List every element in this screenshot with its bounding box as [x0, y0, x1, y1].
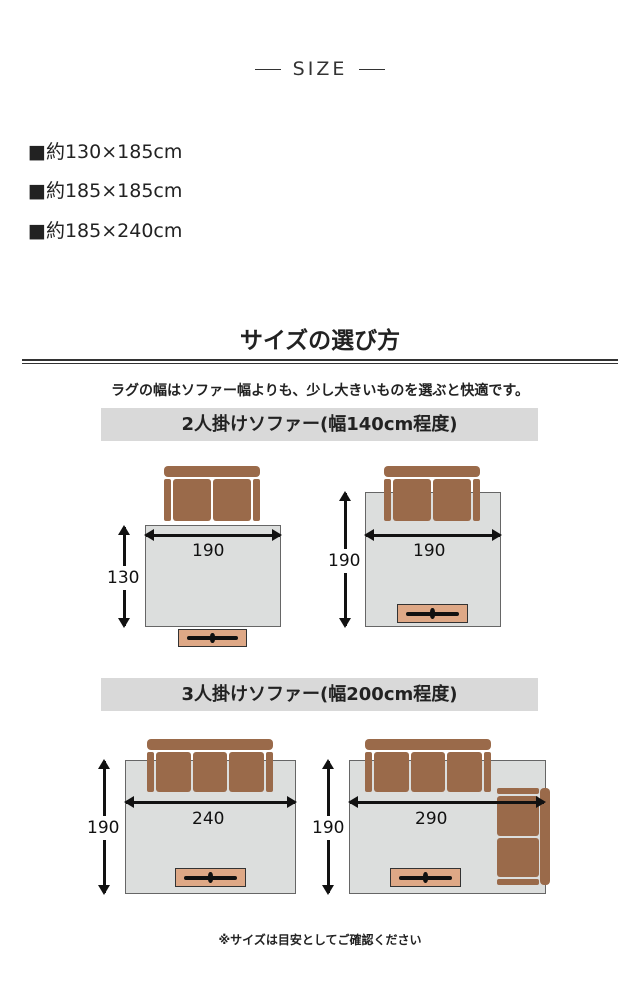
tv-stand	[178, 629, 247, 647]
depth-label: 190	[87, 816, 120, 840]
section-band-2-seater: 2人掛けソファー(幅140cm程度)	[101, 408, 538, 441]
chaise-back	[540, 788, 550, 885]
size-option: ■約185×185cm	[28, 180, 183, 202]
sofa-3-seat	[365, 739, 492, 792]
divider	[22, 359, 618, 361]
width-label: 240	[192, 809, 225, 829]
rug	[145, 525, 281, 627]
width-label: 190	[192, 541, 225, 561]
depth-label: 190	[312, 816, 345, 840]
width-label: 290	[415, 809, 448, 829]
width-arrow	[348, 796, 546, 808]
section-band-3-seater: 3人掛けソファー(幅200cm程度)	[101, 678, 538, 711]
sofa-2-seat	[384, 466, 480, 521]
width-arrow	[124, 796, 297, 808]
note: ※サイズは目安としてご確認ください	[218, 933, 422, 947]
tv-stand	[390, 868, 461, 887]
width-arrow	[144, 529, 282, 541]
guide-title: サイズの選び方	[239, 328, 401, 354]
width-label: 190	[413, 541, 446, 561]
tv-stand	[175, 868, 246, 887]
tv-stand	[397, 604, 468, 623]
depth-label: 130	[107, 566, 140, 590]
depth-label: 190	[328, 549, 361, 573]
sofa-3-seat	[147, 739, 274, 792]
size-option: ■約185×240cm	[28, 220, 183, 242]
size-option: ■約130×185cm	[28, 141, 183, 163]
divider	[22, 363, 618, 364]
size-heading: SIZE	[0, 58, 640, 80]
guide-subtitle: ラグの幅はソファー幅よりも、少し大きいものを選ぶと快適です。	[111, 383, 529, 399]
width-arrow	[364, 529, 502, 541]
sofa-2-seat	[164, 466, 260, 521]
